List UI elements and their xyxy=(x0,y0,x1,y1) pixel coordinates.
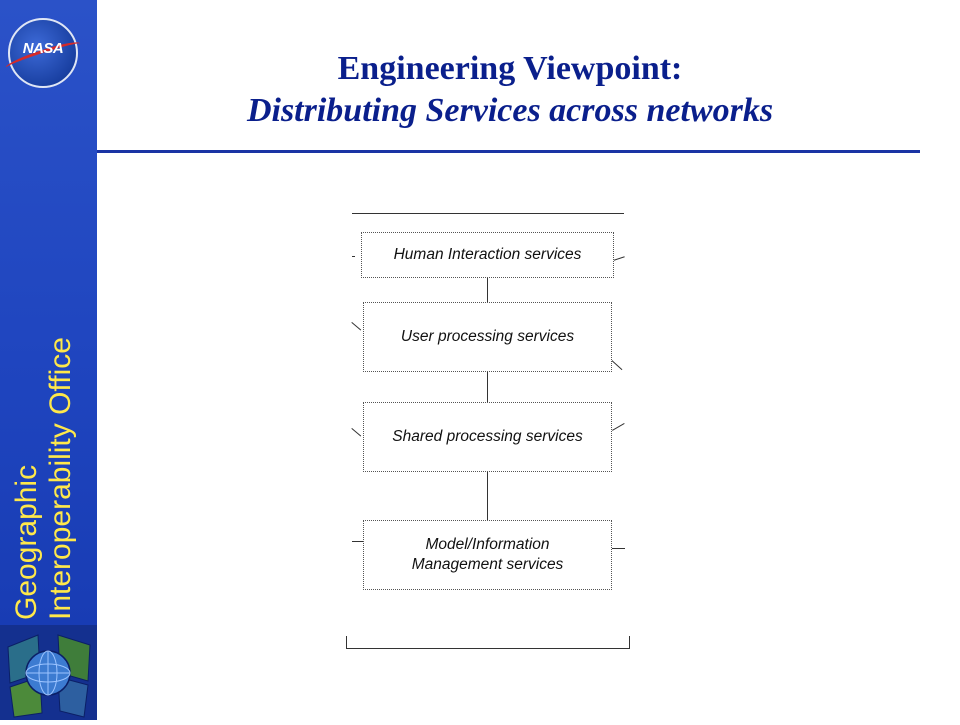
side-tick xyxy=(611,360,623,371)
title-line2: Distributing Services across networks xyxy=(246,92,774,129)
org-name-line2: Interoperability Office xyxy=(44,337,77,620)
model-information-management-services-box: Model/Information Management services xyxy=(363,520,612,590)
side-tick xyxy=(352,541,364,542)
bottom-bracket-left xyxy=(346,636,347,648)
sidebar: NASA Geographic Interoperability Office xyxy=(0,0,97,720)
user-processing-services-box: User processing services xyxy=(363,302,612,372)
top-bracket-line xyxy=(352,213,624,214)
side-tick xyxy=(351,428,362,437)
connector-line xyxy=(487,278,488,302)
side-tick xyxy=(612,548,625,549)
side-tick xyxy=(613,256,625,261)
box-label-line1: Model/Information xyxy=(425,536,550,553)
side-tick xyxy=(351,322,362,331)
human-interaction-services-box: Human Interaction services xyxy=(361,232,614,278)
bottom-bracket-right xyxy=(629,636,630,648)
title-line1: Engineering Viewpoint: xyxy=(337,50,683,87)
box-label: User processing services xyxy=(400,328,575,345)
globe-emblem-icon xyxy=(0,625,97,720)
org-name-line1: Geographic xyxy=(10,464,43,620)
box-label-line2: Management services xyxy=(411,556,564,573)
nasa-logo: NASA xyxy=(4,18,82,88)
page-title: Engineering Viewpoint: Distributing Serv… xyxy=(100,48,920,132)
shared-processing-services-box: Shared processing services xyxy=(363,402,612,472)
box-label: Human Interaction services xyxy=(393,246,582,263)
box-label: Shared processing services xyxy=(392,428,583,445)
side-tick xyxy=(352,256,355,257)
connector-line xyxy=(487,472,488,520)
title-divider xyxy=(97,150,920,153)
side-tick xyxy=(612,423,625,431)
organization-name: Geographic Interoperability Office xyxy=(10,337,78,620)
connector-line xyxy=(487,372,488,402)
logo-text: NASA xyxy=(22,40,64,57)
bottom-bracket-line xyxy=(346,648,630,649)
